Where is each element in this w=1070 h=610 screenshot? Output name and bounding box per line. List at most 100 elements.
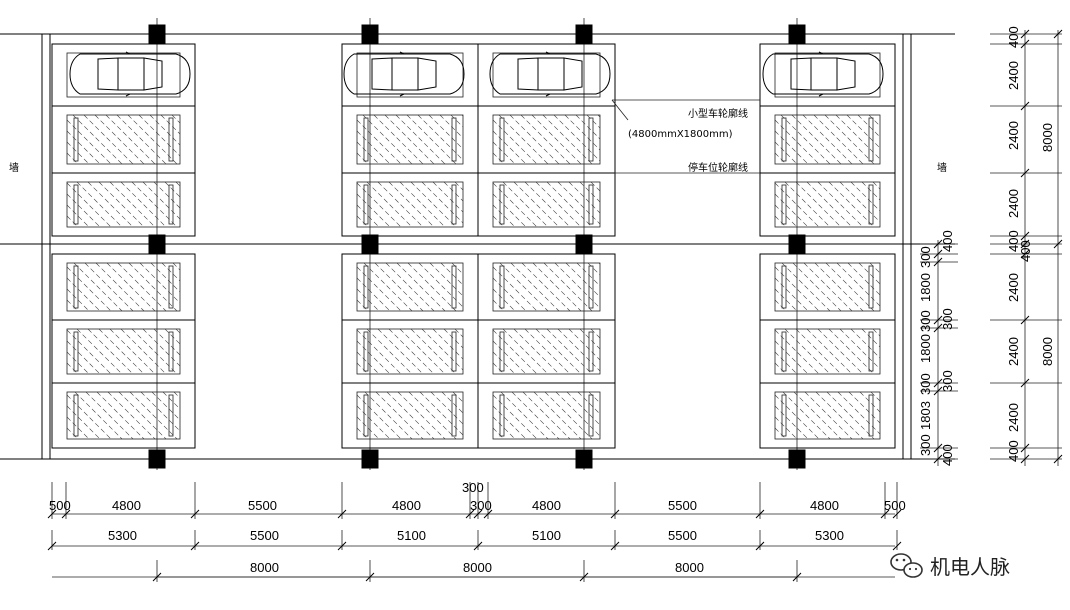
car-body-line — [343, 53, 465, 95]
stall-hatch-line — [66, 329, 112, 375]
stall-inner-outline — [66, 391, 181, 440]
stall-inner-outline — [356, 52, 464, 98]
stall-hatch-line — [774, 288, 798, 312]
stall-hatch-line — [546, 181, 593, 228]
stall-hatch-line — [850, 181, 881, 212]
stall-hatch-line — [175, 181, 181, 187]
stall-hatch-line — [492, 405, 527, 440]
stall-hatch-line — [861, 328, 881, 348]
stall-hatch-line — [511, 391, 560, 440]
structural-column — [788, 24, 806, 44]
stall-hatch-line — [566, 391, 601, 426]
stall-hatch-line — [848, 391, 881, 424]
dim-bottom3-3: 8000 — [675, 560, 704, 575]
stall-hatch-line — [129, 391, 178, 440]
stall-inner-outline — [774, 391, 881, 440]
stall-hatch-line — [439, 114, 464, 139]
stall-hatch-line — [815, 391, 864, 440]
stall-hatch-line — [117, 262, 167, 312]
watermark-text: 机电人脉 — [930, 555, 1010, 579]
stall-hatch-line — [87, 328, 134, 375]
stall-inner-outline — [356, 391, 464, 440]
dimension-tick — [190, 541, 200, 551]
stall-hatch-line — [419, 391, 464, 436]
stall-hatch-line — [66, 277, 101, 312]
dim-right3-9: 1803 — [918, 401, 933, 430]
stall-hatch-line — [774, 277, 809, 312]
stall-hatch-line — [66, 340, 101, 375]
car-body-line — [811, 57, 837, 91]
dimension-tick — [892, 541, 902, 551]
dim-bottom-300-top: 300 — [462, 480, 484, 495]
stall-hatch-line — [151, 391, 181, 421]
stall-hatch-line — [500, 391, 549, 440]
stall-hatch-line — [774, 130, 809, 165]
stall-inner-outline — [492, 262, 601, 312]
stall-hatch-line — [452, 391, 464, 403]
right-wall-label: 墙 — [937, 161, 947, 174]
dim-right2-1: 8000 — [1040, 123, 1055, 152]
stall-hatch-line — [554, 262, 601, 309]
stall-hatch-line — [356, 152, 369, 165]
dimension-tick — [1020, 101, 1030, 111]
stall-inner-outline — [356, 181, 464, 228]
stall-hatch-line — [568, 328, 601, 361]
car-body-line — [489, 53, 611, 95]
stall-hatch-line — [454, 181, 464, 191]
stall-hatch-line — [774, 204, 798, 228]
stall-hatch-line — [774, 340, 809, 375]
stall-hatch-line — [356, 405, 391, 440]
dim-right3-7: 300 — [918, 373, 933, 395]
stall-hatch-line — [839, 328, 881, 370]
stall-hatch-line — [373, 114, 424, 165]
stall-hatch-line — [66, 351, 90, 375]
structural-column — [148, 449, 166, 469]
dim-right3-5: 300 — [940, 308, 955, 330]
dimension-tick — [1020, 239, 1030, 249]
dim-bottom2-3: 5100 — [397, 528, 426, 543]
wheel-stop — [73, 184, 79, 225]
wheel-stop — [499, 331, 505, 372]
stall-hatch-line — [542, 114, 593, 165]
callout-leader — [611, 99, 629, 121]
stall-hatch-line — [817, 181, 864, 228]
stall-hatch-line — [356, 351, 380, 375]
stall-hatch-line — [510, 262, 560, 312]
dimension-tick — [755, 509, 765, 519]
stall-hatch-line — [386, 391, 435, 440]
stall-hatch-line — [87, 181, 134, 228]
stall-hatch-line — [587, 262, 601, 276]
stall-hatch-line — [160, 114, 181, 135]
wheel-stop — [588, 184, 594, 225]
wheel-stop — [588, 117, 594, 162]
stall-hatch-line — [377, 328, 424, 375]
stall-hatch-line — [66, 152, 79, 165]
stall-hatch-line — [443, 328, 464, 349]
stall-outline-label: 停车位轮廓线 — [688, 161, 748, 174]
dimension-tick — [610, 541, 620, 551]
car-body-line — [97, 57, 119, 91]
dimension-tick — [933, 386, 943, 396]
stall-hatch-line — [828, 181, 875, 228]
stall-hatch-line — [66, 288, 90, 312]
wheel-stop — [73, 331, 79, 372]
stall-hatch-line — [162, 391, 181, 410]
dimension-tick — [1020, 315, 1030, 325]
wheel-stop — [588, 265, 594, 309]
stall-hatch-line — [846, 114, 881, 149]
wheel-stop — [363, 184, 369, 225]
dimension-tick — [933, 239, 943, 249]
stall-hatch-line — [774, 405, 809, 440]
stall-hatch-line — [149, 114, 181, 146]
dim-bottom2-4: 5100 — [532, 528, 561, 543]
stall-hatch-line — [817, 328, 864, 375]
stall-hatch-line — [502, 328, 549, 375]
dim-right1-2: 2400 — [1006, 61, 1021, 90]
stall-hatch-line — [76, 328, 123, 375]
stall-hatch-line — [492, 141, 516, 165]
stall-hatch-line — [66, 119, 112, 165]
dim-right1-8: 2400 — [1006, 337, 1021, 366]
dimension-tick — [792, 572, 802, 582]
stall-hatch-line — [430, 391, 464, 425]
dim-right3-8: 300 — [940, 370, 955, 392]
